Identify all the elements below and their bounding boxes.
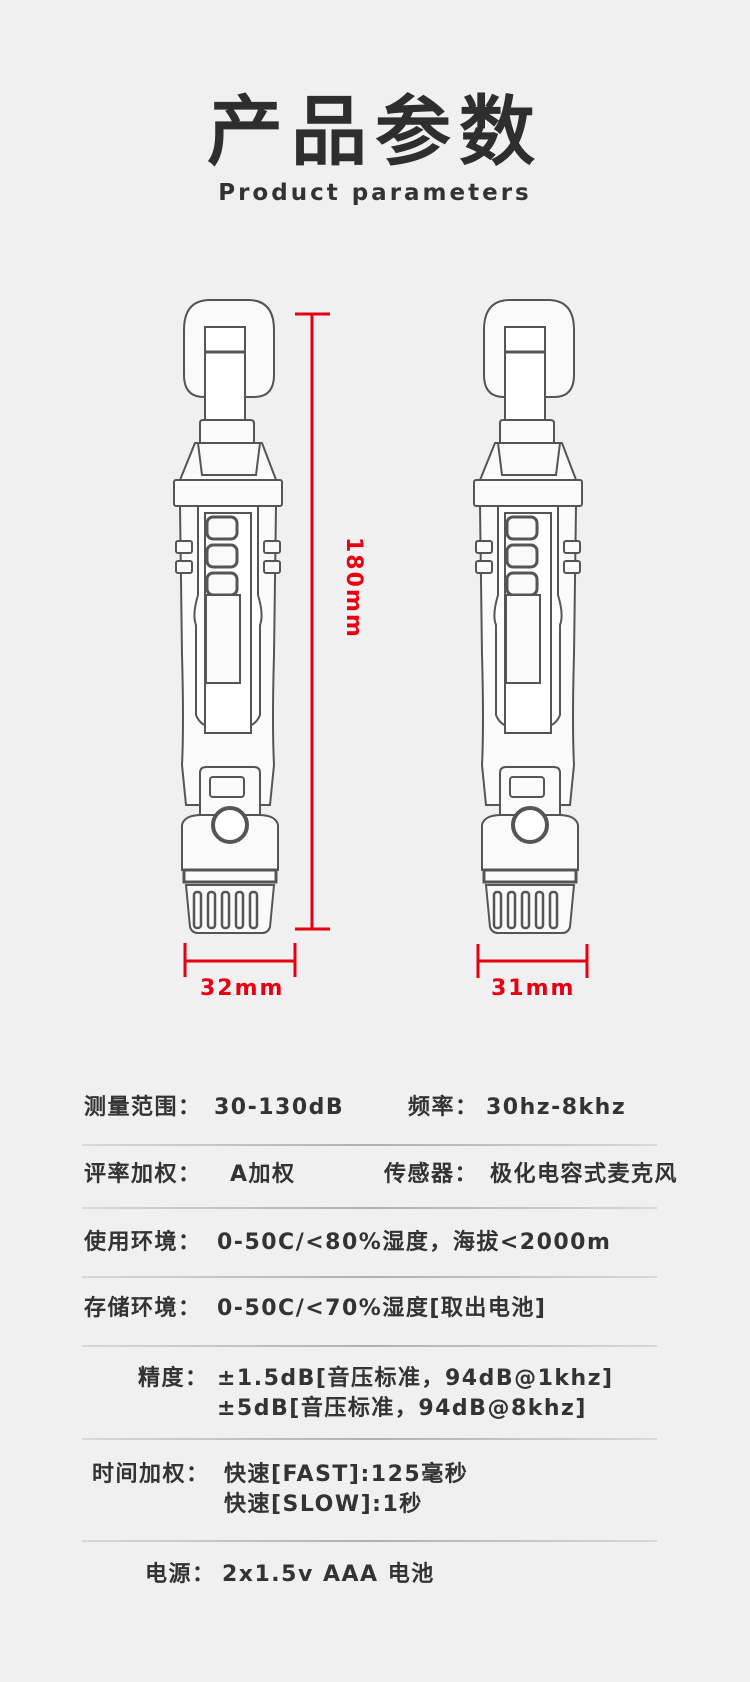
divider (82, 1276, 657, 1278)
sound-meter-front-illustration (173, 299, 283, 934)
sensor-value: 极化电容式麦克风 (490, 1162, 679, 1187)
divider (82, 1144, 657, 1146)
usage-env-label: 使用环境： (84, 1230, 202, 1255)
weighting-value: A加权 (230, 1162, 296, 1187)
page-title: 产品参数 (207, 87, 543, 176)
right-width-dimension-line (476, 944, 589, 978)
accuracy-value-2: ±5dB[音压标准，94dB@8khz] (217, 1396, 587, 1421)
time-weighting-value-2: 快速[SLOW]:1秒 (224, 1492, 423, 1517)
divider (82, 1540, 657, 1542)
left-width-dimension-line (183, 943, 297, 977)
accuracy-value-1: ±1.5dB[音压标准，94dB@1khz] (217, 1366, 614, 1391)
left-width-label: 32mm (200, 976, 285, 1001)
divider (82, 1345, 657, 1347)
usage-env-value: 0-50C/<80%湿度，海拔<2000m (217, 1230, 612, 1255)
sensor-label: 传感器： (384, 1162, 479, 1187)
right-width-label: 31mm (491, 976, 576, 1001)
range-value: 30-130dB (214, 1095, 345, 1120)
weighting-label: 评率加权： (84, 1162, 202, 1187)
divider (82, 1438, 657, 1440)
page-subtitle: Product parameters (218, 180, 532, 206)
power-value: 2x1.5v AAA 电池 (222, 1562, 435, 1587)
divider (82, 1207, 657, 1209)
power-label: 电源： (145, 1562, 216, 1587)
frequency-label: 频率： (408, 1095, 479, 1120)
range-label: 测量范围： (84, 1095, 202, 1120)
time-weighting-value-1: 快速[FAST]:125毫秒 (224, 1462, 469, 1487)
sound-meter-back-illustration (473, 299, 583, 934)
storage-env-value: 0-50C/<70%湿度[取出电池] (217, 1296, 547, 1321)
height-dimension-line (295, 312, 330, 931)
height-dimension-label: 180mm (341, 537, 366, 639)
accuracy-label: 精度： (138, 1366, 209, 1391)
storage-env-label: 存储环境： (84, 1296, 202, 1321)
time-weighting-label: 时间加权： (92, 1462, 210, 1487)
frequency-value: 30hz-8khz (486, 1095, 627, 1120)
